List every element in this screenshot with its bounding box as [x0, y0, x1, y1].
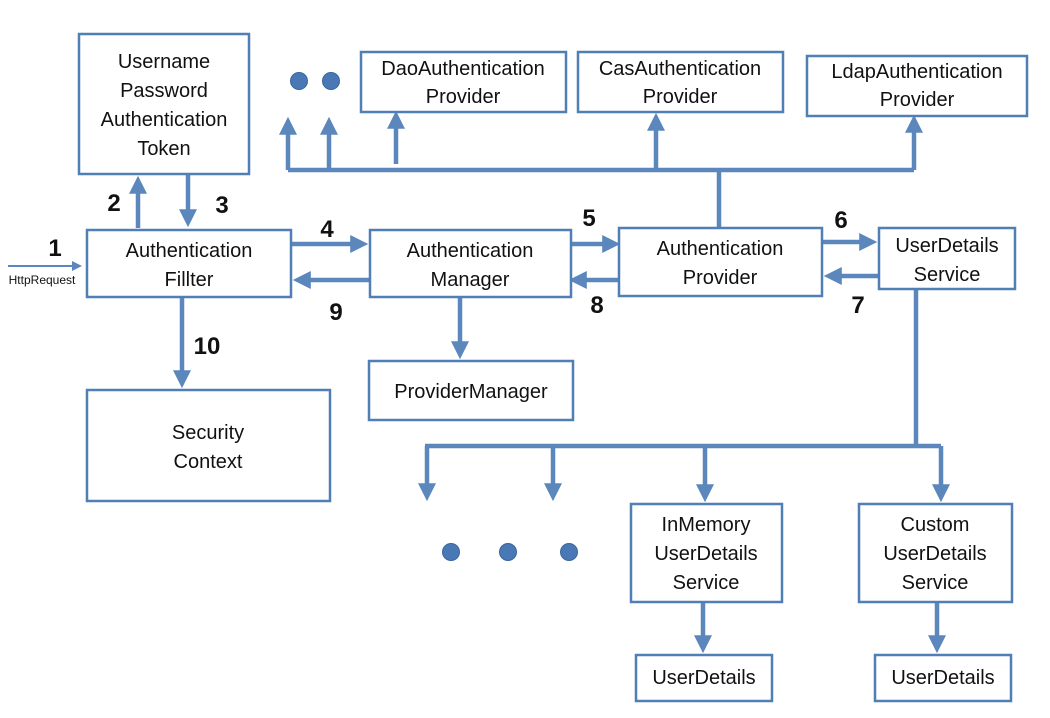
dao-provider-box: DaoAuthentication Provider [359, 50, 568, 114]
filter-label-2: Fillter [165, 269, 214, 291]
provider-manager-box: ProviderManager [367, 359, 575, 422]
bottom-ellipsis-dots [442, 543, 578, 561]
connectors [8, 110, 950, 654]
userdetails-right-box: UserDetails [873, 653, 1013, 703]
step-number-8: 8 [590, 292, 603, 319]
ldap-provider-label-2: Provider [880, 89, 955, 111]
userdetails-service-label-2: Service [914, 264, 981, 286]
userdetails-left-label: UserDetails [652, 667, 755, 689]
token-box: Username Password Authentication Token [77, 32, 251, 176]
authentication-filter-box: Authentication Fillter [85, 228, 293, 299]
cas-provider-label-1: CasAuthentication [599, 58, 761, 80]
provider-manager-label: ProviderManager [394, 381, 548, 403]
provider-label-1: Authentication [657, 238, 784, 260]
step-number-9: 9 [329, 299, 342, 326]
manager-label-1: Authentication [407, 240, 534, 262]
ldap-provider-box: LdapAuthentication Provider [805, 54, 1029, 118]
custom-label-3: Service [902, 572, 969, 594]
custom-service-box: Custom UserDetails Service [857, 502, 1014, 604]
step-number-6: 6 [834, 207, 847, 234]
filter-label-1: Authentication [126, 240, 253, 262]
cas-provider-box: CasAuthentication Provider [576, 50, 785, 114]
security-context-box: Security Context [85, 388, 332, 503]
userdetails-left-box: UserDetails [634, 653, 774, 703]
security-context-label-1: Security [172, 422, 244, 444]
ellipsis-dot [442, 543, 460, 561]
ellipsis-dot [560, 543, 578, 561]
cas-provider-label-2: Provider [643, 86, 718, 108]
authentication-manager-box: Authentication Manager [368, 228, 573, 299]
custom-label-1: Custom [901, 514, 970, 536]
step-number-1: 1 [48, 235, 61, 262]
step-number-7: 7 [851, 292, 864, 319]
ellipsis-dot [322, 72, 340, 90]
inmemory-service-box: InMemory UserDetails Service [629, 502, 784, 604]
userdetails-right-label: UserDetails [891, 667, 994, 689]
step-numbers: 1 2 3 4 5 6 7 8 9 10 [48, 190, 864, 360]
http-request-label: HttpRequest [9, 273, 76, 287]
dao-provider-label-1: DaoAuthentication [381, 58, 544, 80]
inmemory-label-2: UserDetails [654, 543, 757, 565]
manager-label-2: Manager [431, 269, 510, 291]
step-number-4: 4 [320, 216, 334, 243]
inmemory-label-1: InMemory [662, 514, 751, 536]
step-number-3: 3 [215, 192, 228, 219]
step-number-5: 5 [582, 205, 595, 232]
security-context-label-2: Context [174, 451, 243, 473]
top-ellipsis-dots [290, 72, 340, 90]
ldap-provider-label-1: LdapAuthentication [831, 61, 1002, 83]
token-label-2: Password [120, 80, 208, 102]
authentication-provider-box: Authentication Provider [617, 226, 824, 298]
userdetails-service-box: UserDetails Service [877, 226, 1017, 291]
ellipsis-dot [290, 72, 308, 90]
custom-label-2: UserDetails [883, 543, 986, 565]
inmemory-label-3: Service [673, 572, 740, 594]
token-label-1: Username [118, 51, 210, 73]
step-number-2: 2 [107, 190, 120, 217]
token-label-3: Authentication [101, 109, 228, 131]
userdetails-service-label-1: UserDetails [895, 235, 998, 257]
provider-label-2: Provider [683, 267, 758, 289]
token-label-4: Token [137, 138, 190, 160]
ellipsis-dot [499, 543, 517, 561]
dao-provider-label-2: Provider [426, 86, 501, 108]
step-number-10: 10 [194, 333, 221, 360]
